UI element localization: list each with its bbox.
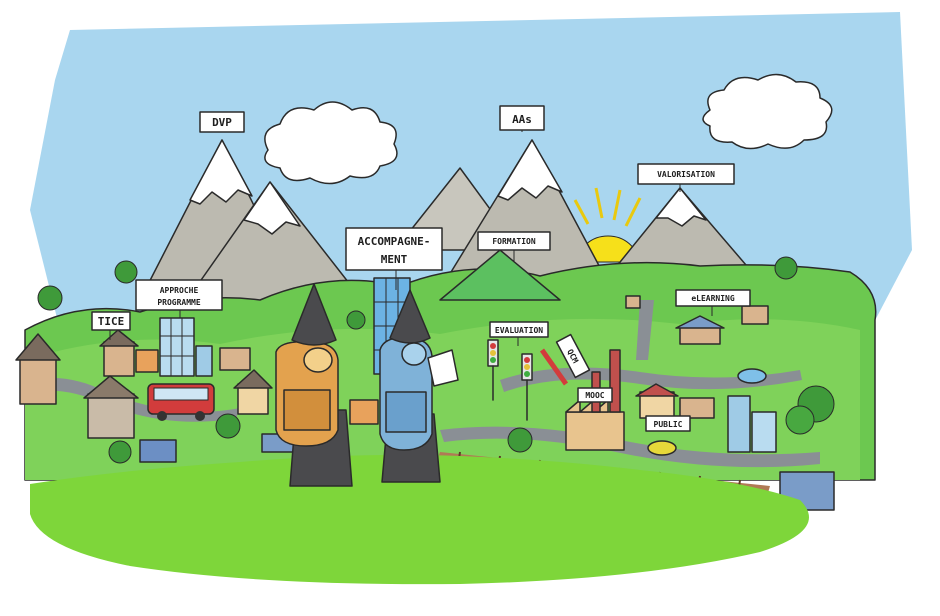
sign-valorisation: VALORISATION bbox=[637, 163, 735, 185]
sign-mooc-text: MOOC bbox=[585, 391, 604, 400]
cloud-left bbox=[264, 101, 398, 185]
sign-aas: AAs bbox=[499, 105, 545, 131]
trees bbox=[37, 256, 835, 464]
sign-evaluation: EVALUATION bbox=[489, 321, 549, 338]
sign-dvp-text: DVP bbox=[212, 116, 232, 129]
sign-formation: FORMATION bbox=[477, 231, 551, 251]
sign-approche-programme: APPROCHE PROGRAMME bbox=[135, 279, 223, 311]
sign-qcm: QCM bbox=[555, 333, 591, 379]
town-right bbox=[625, 295, 835, 511]
sign-aas-text: AAs bbox=[512, 113, 532, 126]
sign-approche-line1: APPROCHE bbox=[160, 286, 199, 295]
sign-mooc: MOOC bbox=[577, 387, 613, 403]
sign-tice-text: TICE bbox=[98, 315, 125, 328]
glass-building-left bbox=[159, 317, 213, 377]
traveler-right bbox=[379, 289, 459, 483]
sign-dvp: DVP bbox=[199, 111, 245, 133]
traffic-lights bbox=[487, 339, 569, 421]
sign-evaluation-text: EVALUATION bbox=[495, 326, 543, 335]
sign-formation-text: FORMATION bbox=[492, 237, 536, 246]
sign-tice: TICE bbox=[91, 311, 131, 331]
sign-public-text: PUBLIC bbox=[654, 420, 683, 429]
cloud-right bbox=[702, 73, 833, 150]
sign-elearning: eLEARNING bbox=[675, 289, 751, 307]
bus bbox=[147, 383, 215, 421]
traveler-left bbox=[275, 283, 353, 487]
town-left bbox=[15, 329, 379, 463]
sign-accompagnement-line1: ACCOMPAGNE- bbox=[358, 235, 431, 248]
sign-accompagnement: ACCOMPAGNE- MENT bbox=[345, 227, 443, 271]
sign-valorisation-text: VALORISATION bbox=[657, 170, 715, 179]
factory bbox=[565, 349, 625, 451]
sign-accompagnement-line2: MENT bbox=[381, 253, 408, 266]
glass-towers-right bbox=[727, 395, 777, 453]
grass-foreground bbox=[30, 454, 809, 585]
sign-public: PUBLIC bbox=[645, 415, 691, 432]
formation-hill bbox=[439, 249, 561, 301]
sign-elearning-text: eLEARNING bbox=[691, 294, 735, 303]
sign-approche-line2: PROGRAMME bbox=[157, 298, 201, 307]
